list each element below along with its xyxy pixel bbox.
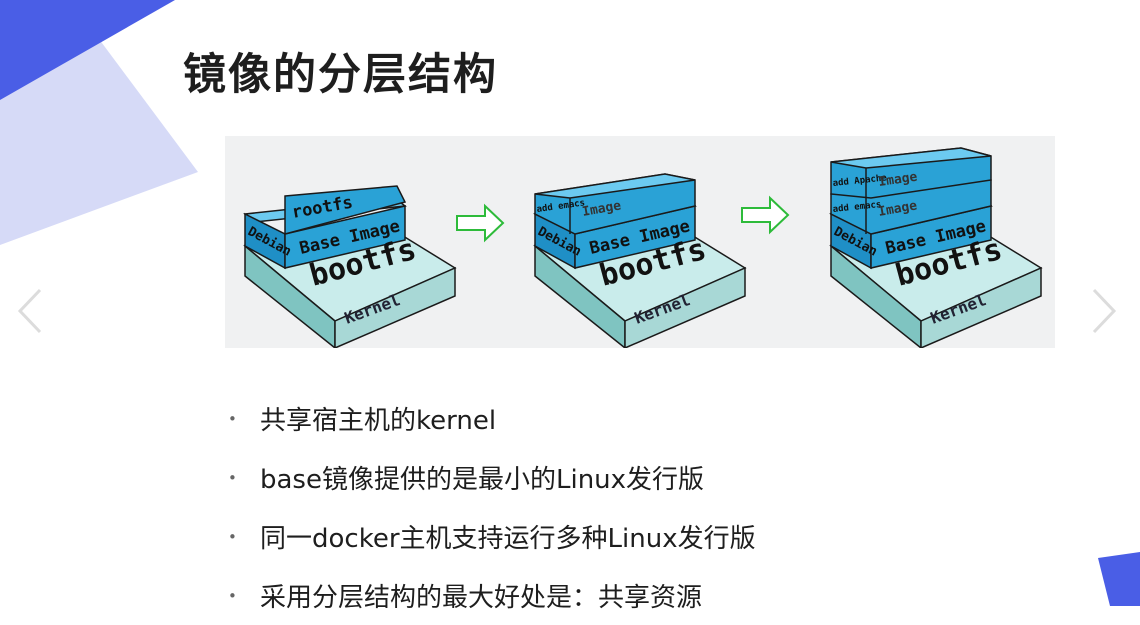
page-title: 镜像的分层结构 bbox=[183, 50, 498, 100]
list-item: • 共享宿主机的kernel bbox=[228, 389, 756, 448]
prev-slide-button[interactable] bbox=[14, 286, 48, 336]
stage-2-diagram: Kernel bootfs Debian Base Image add emac… bbox=[534, 173, 746, 348]
arrow-1-icon bbox=[456, 203, 505, 243]
list-item: • 同一docker主机支持运行多种Linux发行版 bbox=[228, 507, 756, 566]
stage-2-image-label: Image bbox=[581, 198, 622, 220]
bullet-text: base镜像提供的是最小的Linux发行版 bbox=[260, 465, 705, 495]
chevron-left-icon bbox=[17, 288, 42, 334]
bullet-text: 采用分层结构的最大好处是：共享资源 bbox=[260, 583, 703, 613]
bullet-text: 共享宿主机的kernel bbox=[260, 406, 497, 436]
list-item: • 采用分层结构的最大好处是：共享资源 bbox=[228, 566, 756, 625]
layer-diagram: Kernel bootfs Debian Base Image rootfs K… bbox=[225, 136, 1055, 348]
bullet-dot-icon: • bbox=[228, 527, 237, 546]
stage-3-image2-label: Image bbox=[877, 198, 918, 220]
bullet-dot-icon: • bbox=[228, 409, 237, 428]
next-slide-button[interactable] bbox=[1086, 286, 1120, 336]
bullet-list: • 共享宿主机的kernel • base镜像提供的是最小的Linux发行版 • 同一… bbox=[228, 389, 756, 625]
chevron-right-icon bbox=[1092, 288, 1117, 334]
list-item: • base镜像提供的是最小的Linux发行版 bbox=[228, 448, 756, 507]
bullet-text: 同一docker主机支持运行多种Linux发行版 bbox=[260, 524, 756, 554]
bullet-dot-icon: • bbox=[228, 468, 237, 487]
stage-1-diagram: Kernel bootfs Debian Base Image rootfs bbox=[244, 185, 456, 348]
arrow-2-icon bbox=[741, 195, 790, 235]
bullet-dot-icon: • bbox=[228, 586, 237, 605]
stage-3-diagram: Kernel bootfs Debian Base Image add emac… bbox=[830, 147, 1042, 348]
stage-3-image3-label: Image bbox=[877, 170, 918, 190]
